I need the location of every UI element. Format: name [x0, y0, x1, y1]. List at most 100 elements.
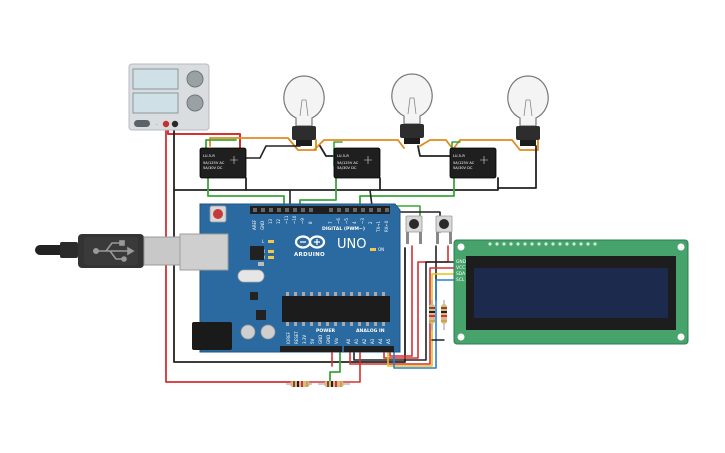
wire-orange-lamp2b: [419, 139, 453, 149]
pin-label-a4: A4: [378, 338, 383, 344]
pin-label-rx0: RX←0: [384, 220, 389, 232]
pin-label-tx1: TX→1: [376, 220, 381, 233]
reset-button[interactable]: [213, 209, 223, 219]
supply-plus-terminal: [171, 120, 179, 128]
power-supply[interactable]: -: [128, 63, 210, 131]
pin-label-10: ~10: [292, 215, 297, 224]
atmega-chip: [282, 296, 390, 322]
pin-label-a1: A1: [354, 338, 359, 344]
resistor-bottom-2[interactable]: [318, 381, 350, 387]
wire-red-bottom-rail: [299, 347, 361, 383]
pin-label-5: ~5: [344, 218, 349, 224]
relay-2-rating-ac: 5A/125V AC: [337, 161, 359, 165]
wire-black-relay-gnd: [289, 189, 373, 207]
pin-label-gnd-2: GND: [326, 335, 331, 344]
pin-label-reset: RESET: [294, 331, 299, 344]
lamp-1[interactable]: [283, 75, 325, 146]
wire-black-lamp3: [497, 145, 537, 189]
wire-black-lamp2: [417, 145, 455, 157]
supply-minus-label: -: [156, 122, 158, 127]
relay-3-title: LU-5-R: [453, 154, 465, 158]
supply-knob-voltage: [186, 70, 204, 88]
wire-red-supply-bottom: [165, 125, 296, 383]
digital-header[interactable]: [250, 206, 390, 214]
wire-orange-lamp2: [313, 139, 405, 151]
on-led-label: ON: [378, 247, 384, 252]
relay-1-title: LU-5-R: [203, 154, 215, 158]
analog-header-label: ANALOG IN: [356, 328, 385, 334]
lamp-2[interactable]: [391, 73, 433, 144]
usb-connector: [143, 236, 185, 266]
relay-1[interactable]: LU-5-R 5A/125V AC 5A/30V DC: [199, 147, 247, 179]
arduino-brand: ARDUINO: [294, 252, 325, 258]
pin-label-3v3: 3.3V: [302, 335, 307, 344]
supply-switch: [134, 120, 150, 127]
push-button-1[interactable]: [405, 215, 423, 244]
digital-header-label: DIGITAL (PWM~): [322, 226, 365, 232]
pin-label-gnd: GND: [260, 221, 265, 230]
wire-red-lcd-vcc: [349, 267, 457, 365]
supply-knob-current: [186, 94, 204, 112]
pin-label-5v: 5V: [310, 338, 315, 344]
pin-label-4: 4: [352, 221, 357, 224]
wire-green-bottom: [329, 345, 341, 383]
relay-2[interactable]: LU-5-R 5A/125V AC 5A/30V DC: [333, 147, 381, 179]
wire-black-relay-bus: [245, 177, 499, 191]
power-header[interactable]: [280, 346, 342, 352]
pin-label-2: 2: [368, 221, 373, 224]
pin-label-vin: Vin: [334, 337, 339, 344]
wire-black-relay1-lamp: [245, 145, 301, 159]
arduino-uno[interactable]: AREF GND 13 12 ~11 ~10 ~9 8 7 ~6 ~5 4 ~3…: [179, 203, 401, 353]
wire-black-supply-relays: [173, 124, 247, 191]
relay-2-rating-dc: 5A/30V DC: [337, 166, 357, 170]
wire-black-lcd-gnd: [353, 261, 457, 361]
supply-minus-terminal: [162, 120, 170, 128]
lcd-display[interactable]: GND VCC SDA SCL: [453, 239, 689, 345]
lamps: [283, 73, 549, 146]
relays: LU-5-R 5A/125V AC 5A/30V DC LU-5-R 5A/12…: [199, 147, 497, 179]
wire-blue-lcd-scl: [393, 279, 457, 369]
lcd-pin-vcc: VCC: [456, 265, 465, 271]
analog-header[interactable]: [344, 346, 394, 352]
arduino-model: UNO: [337, 237, 366, 252]
pin-label-7: 7: [328, 221, 333, 224]
pin-label-6: ~6: [336, 218, 341, 224]
arduino-power-jack[interactable]: [192, 322, 232, 350]
wire-red-btn-b: [383, 245, 449, 359]
relay-2-title: LU-5-R: [337, 154, 349, 158]
lamp-3[interactable]: [507, 75, 549, 146]
relay-1-rating-dc: 5A/30V DC: [203, 166, 223, 170]
resistor-pulldown-1[interactable]: [429, 300, 435, 330]
power-pin-labels: IOREF RESET 3.3V 5V GND GND Vin: [286, 331, 339, 344]
analog-pin-labels: A0 A1 A2 A3 A4 A5: [346, 338, 391, 344]
relay-1-rating-ac: 5A/125V AC: [203, 161, 225, 165]
relay-3-rating-ac: 5A/125V AC: [453, 161, 475, 165]
push-button-2[interactable]: [435, 215, 453, 244]
pin-label-8: 8: [308, 221, 313, 224]
lcd-pin-gnd: GND: [456, 259, 467, 265]
pin-label-a0: A0: [346, 338, 351, 344]
lcd-pin-sda: SDA: [456, 271, 465, 277]
relay-3-rating-dc: 5A/30V DC: [453, 166, 473, 170]
arduino-usb-port[interactable]: [179, 233, 229, 271]
relay-3[interactable]: LU-5-R 5A/125V AC 5A/30V DC: [449, 147, 497, 179]
led-label-l: L: [262, 239, 265, 244]
pin-label-a3: A3: [370, 338, 375, 344]
resistor-pulldown-2[interactable]: [441, 300, 447, 330]
resistor-bottom-1[interactable]: [286, 381, 312, 387]
pin-label-9: ~9: [300, 218, 305, 224]
pin-label-3: ~3: [360, 218, 365, 224]
supply-display-2: [132, 92, 179, 114]
wire-black-lamp1: [319, 145, 337, 157]
pin-label-ioref: IOREF: [286, 331, 291, 344]
top-pin-labels: AREF GND 13 12 ~11 ~10 ~9 8 7 ~6 ~5 4 ~3…: [252, 215, 389, 233]
pin-label-gnd-1: GND: [318, 335, 323, 344]
supply-display-1: [132, 68, 179, 90]
lcd-pin-scl: SCL: [456, 277, 465, 283]
wire-yellow-lcd-sda: [387, 273, 457, 367]
wire-green-relay2-sig: [299, 175, 337, 207]
power-header-label: POWER: [316, 328, 335, 334]
lcd-pin-labels: GND VCC SDA SCL: [456, 259, 467, 283]
